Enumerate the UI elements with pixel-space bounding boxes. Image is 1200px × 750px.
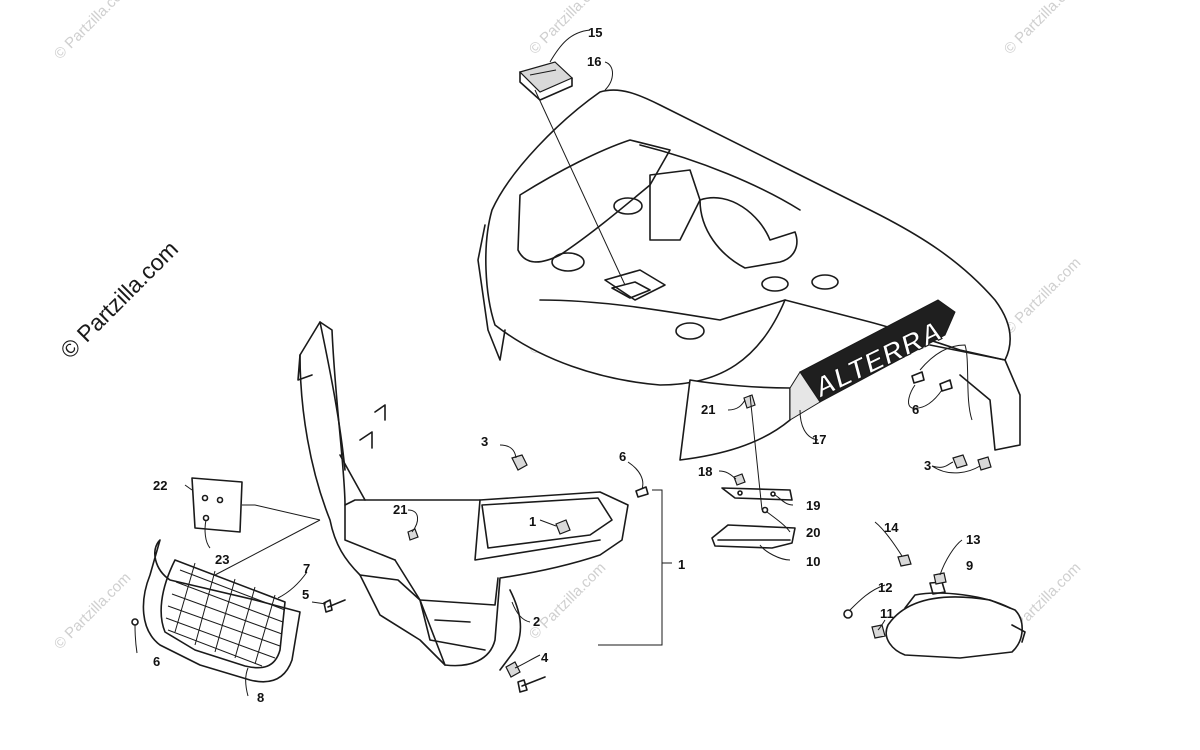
push-rivet (733, 473, 746, 486)
callout-6: 6 (619, 449, 626, 464)
callout-13: 13 (966, 532, 980, 547)
callout-17: 17 (812, 432, 826, 447)
callout-7: 7 (303, 561, 310, 576)
watermark-text: © Partzilla.com (51, 569, 134, 652)
callout-21: 21 (701, 402, 715, 417)
callout-23: 23 (215, 552, 229, 567)
leader-lines (134, 29, 981, 697)
callout-3: 3 (924, 458, 931, 473)
grille-mesh (165, 562, 286, 667)
screw (761, 506, 769, 514)
rack-mount-hole (761, 276, 789, 292)
clip-fastener (952, 454, 968, 469)
callout-labels: 15 16 21 17 6 3 18 19 20 10 14 13 9 12 1… (153, 25, 980, 705)
headlight-part-9 (885, 581, 1026, 659)
o-ring (843, 609, 853, 619)
callout-2: 2 (533, 614, 540, 629)
emblem-part-15 (518, 61, 574, 101)
callout-16: 16 (587, 54, 601, 69)
callout-8: 8 (257, 690, 264, 705)
callout-11: 11 (880, 606, 894, 621)
rack-mount-hole (675, 322, 705, 340)
rack-mount-hole (551, 252, 585, 272)
callout-12: 12 (878, 580, 892, 595)
watermark-text: © Partzilla.com (51, 0, 134, 63)
callout-10: 10 (806, 554, 820, 569)
front-fascia-part-1 (297, 321, 629, 671)
fastener-hardware (131, 371, 992, 693)
reflector-part-10 (711, 487, 796, 549)
watermark-text: © Partzilla.com (1001, 0, 1084, 58)
clip-fastener (511, 454, 528, 471)
grille-part-8 (142, 539, 301, 683)
grommet (871, 624, 886, 639)
callout-5: 5 (302, 587, 309, 602)
callout-19: 19 (806, 498, 820, 513)
nut (897, 554, 912, 567)
callout-1: 1 (529, 514, 536, 529)
watermark-text: © Partzilla.com (1001, 254, 1084, 337)
callout-6: 6 (912, 402, 919, 417)
callout-20: 20 (806, 525, 820, 540)
callout-9: 9 (966, 558, 973, 573)
screw (939, 379, 953, 392)
push-rivet (407, 528, 419, 541)
callout-4: 4 (541, 650, 549, 665)
callout-15: 15 (588, 25, 602, 40)
callout-18: 18 (698, 464, 712, 479)
callout-6: 6 (153, 654, 160, 669)
push-rivet (743, 394, 756, 409)
watermark-main: © Partzilla.com (55, 236, 183, 364)
callout-22: 22 (153, 478, 167, 493)
clip-fastener (555, 519, 571, 535)
rack-mount-hole (613, 197, 643, 215)
nut (505, 661, 521, 678)
clip-fastener (977, 456, 992, 471)
callout-3: 3 (481, 434, 488, 449)
callout-14: 14 (884, 520, 899, 535)
screw (131, 618, 139, 626)
rack-mount-hole (811, 274, 839, 290)
callout-21: 21 (393, 502, 407, 517)
plate-part-22 (191, 477, 321, 576)
callout-1: 1 (678, 557, 685, 572)
front-rack-part-16 (477, 89, 1021, 461)
screw (911, 371, 925, 384)
